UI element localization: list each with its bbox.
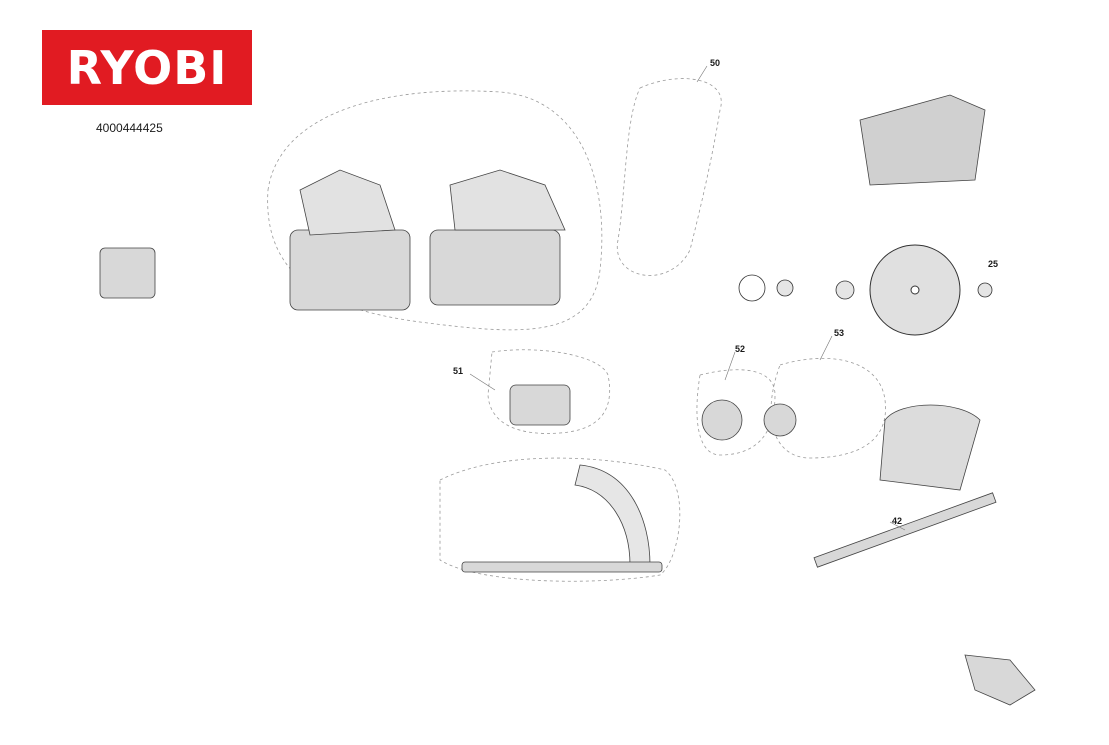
dust-port xyxy=(964,654,1036,706)
ring xyxy=(738,274,766,302)
motor-housing-left xyxy=(289,229,411,311)
logo-text: RYOBI xyxy=(66,40,228,95)
blade-nut xyxy=(977,282,993,298)
motor-housing-right xyxy=(429,229,561,306)
washer xyxy=(835,280,855,300)
leader-53 xyxy=(819,335,833,361)
group-outline-50 xyxy=(616,78,722,276)
spacer xyxy=(776,279,794,297)
leader-42 xyxy=(889,521,906,531)
motor-assembly xyxy=(509,384,571,426)
handle-left xyxy=(299,169,396,236)
part-number: 4000444425 xyxy=(96,121,163,135)
leader-52 xyxy=(724,351,736,381)
callout-25: 25 xyxy=(988,259,999,269)
base-plate xyxy=(461,561,663,573)
gear-53 xyxy=(763,403,797,437)
ryobi-logo: RYOBI xyxy=(42,30,252,105)
upper-guard xyxy=(859,94,986,186)
gear-52 xyxy=(701,399,743,441)
battery-adapter xyxy=(99,247,156,299)
leader-50 xyxy=(696,65,708,83)
callout-52: 52 xyxy=(735,344,746,354)
saw-blade xyxy=(869,244,961,336)
handle-right xyxy=(449,169,566,231)
callout-42: 42 xyxy=(892,516,903,526)
bevel-scale xyxy=(574,464,651,566)
callout-51: 51 xyxy=(453,366,464,376)
callout-50: 50 xyxy=(710,58,721,68)
group-outline-52 xyxy=(696,369,776,456)
leader-51 xyxy=(469,373,496,391)
callout-53: 53 xyxy=(834,328,845,338)
lower-guard xyxy=(879,404,981,491)
